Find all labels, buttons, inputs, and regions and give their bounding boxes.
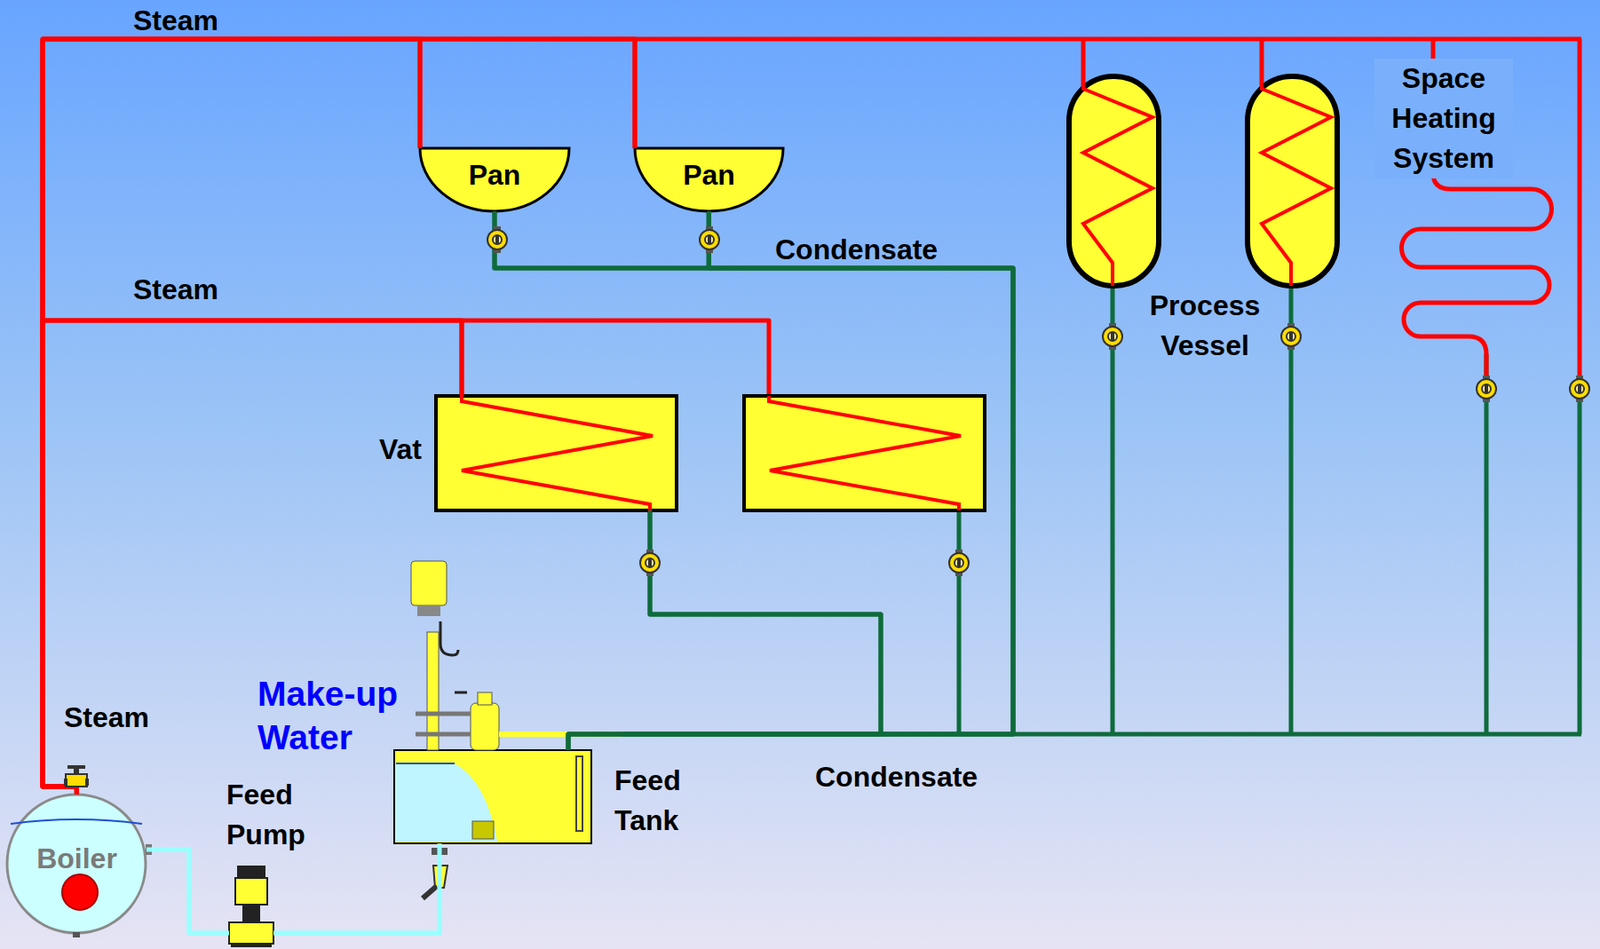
- feed-pump: [229, 865, 274, 948]
- node-text: Pan: [419, 155, 570, 196]
- node-text: Feed Pump: [226, 775, 326, 856]
- steam-riser: [42, 39, 77, 795]
- steam-trap: [1569, 375, 1590, 403]
- process-vessel: [1247, 39, 1338, 286]
- pipe-connector: [568, 211, 1014, 751]
- pan-node: Pan: [419, 148, 570, 212]
- condensate-line: [1112, 262, 1580, 735]
- feed-tank: [394, 750, 592, 844]
- pipe-connector: [42, 320, 462, 795]
- boiler-node: Boiler: [7, 794, 147, 934]
- vat-node: Vat: [435, 396, 677, 511]
- condensate-label: Condensate: [775, 231, 938, 268]
- steam-trap: [699, 226, 720, 254]
- feed-tank-node: Feed Tank: [394, 750, 592, 844]
- node-text: Feed Tank: [614, 760, 704, 841]
- feed-pump-node: Feed Pump: [229, 865, 274, 946]
- steam-branch: [42, 320, 769, 397]
- steam-trap: [1281, 323, 1301, 350]
- space-heating-label: Space Heating System: [1374, 58, 1513, 179]
- steam-trap: [949, 549, 969, 577]
- steam-label: Steam: [133, 271, 219, 308]
- pan-shape: [419, 148, 570, 212]
- vat-shape: [435, 396, 677, 511]
- feed-line: [146, 843, 440, 934]
- pipe-connector: [42, 39, 635, 795]
- process-vessel: [1069, 39, 1159, 286]
- pan-shape: [634, 148, 784, 212]
- pipe-connector: [42, 39, 420, 795]
- boiler-valve: [63, 765, 89, 787]
- node-text: Vat: [379, 429, 422, 470]
- steam-label: Steam: [133, 2, 219, 39]
- pipe-connector: [494, 211, 1014, 751]
- steam-trap: [640, 549, 660, 577]
- node-text: Pan: [634, 155, 784, 196]
- condensate-line: [649, 510, 959, 735]
- pan-node: Pan: [634, 148, 784, 212]
- strainer: [422, 847, 448, 899]
- vat-shape: [744, 396, 985, 511]
- pipe-connector: [568, 510, 881, 751]
- make-up-water-label: Make-up Water: [257, 672, 414, 760]
- steam-trap: [1476, 375, 1497, 403]
- steam-branch: [419, 39, 635, 149]
- steam-label: Steam: [63, 699, 150, 736]
- steam-trap: [1102, 323, 1123, 350]
- condensate-label: Condensate: [815, 759, 978, 795]
- node-text: Boiler: [7, 839, 147, 880]
- steam-trap: [487, 226, 507, 254]
- pipe-connector: [273, 843, 440, 934]
- steam-drop: [1577, 39, 1583, 389]
- pipe-connector: [146, 849, 230, 934]
- boiler-shape: [7, 794, 152, 938]
- tank-fittings: [411, 561, 623, 751]
- process-vessel-label: Process Vessel: [1138, 285, 1272, 366]
